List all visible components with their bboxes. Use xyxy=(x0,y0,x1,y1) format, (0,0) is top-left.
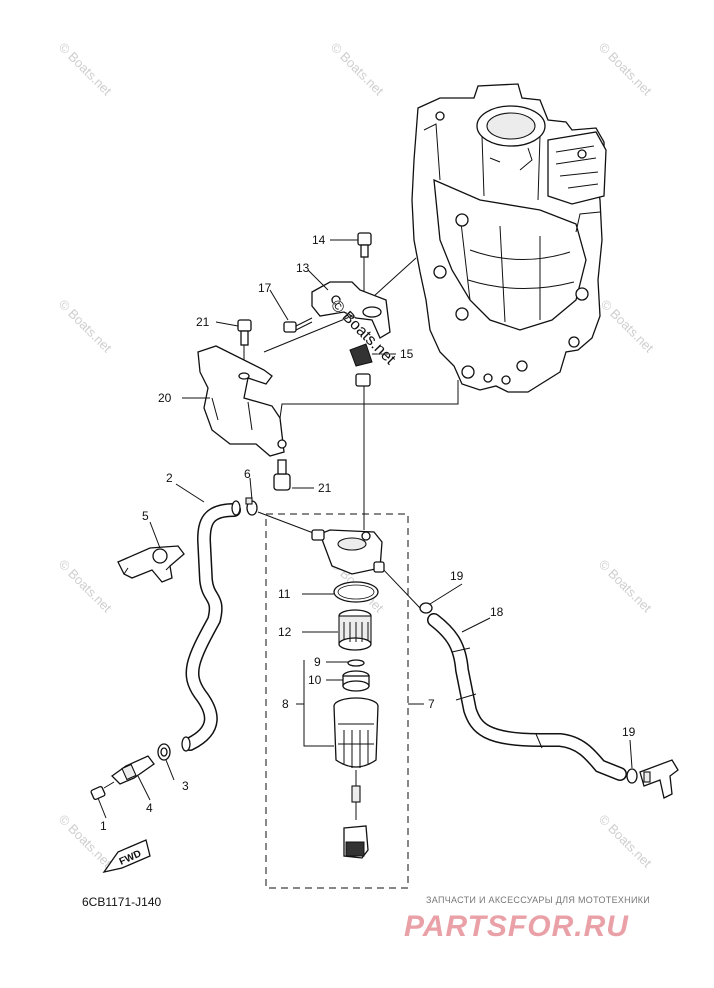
callout-9: 9 xyxy=(314,655,321,669)
clip-3 xyxy=(157,743,171,761)
drawing-code: 6CB1171-J140 xyxy=(82,895,161,909)
callouts: 14 13 17 21 15 20 6 2 21 5 19 11 18 12 9… xyxy=(100,233,636,833)
float-10 xyxy=(342,670,370,692)
watermark: © Boats.net xyxy=(598,297,657,356)
callout-21-upper: 21 xyxy=(196,315,210,329)
fitting-4 xyxy=(110,755,155,785)
callout-15: 15 xyxy=(400,347,414,361)
callout-4: 4 xyxy=(146,801,153,815)
clip-19-upper xyxy=(419,602,433,614)
watermark: © Boats.net xyxy=(596,812,655,871)
callout-8: 8 xyxy=(282,697,289,711)
oring-11 xyxy=(333,581,379,603)
clip-6 xyxy=(245,497,258,516)
clamp-5 xyxy=(117,545,185,583)
hose-18 xyxy=(427,613,627,781)
watermark: © Boats.net xyxy=(596,557,655,616)
clip-19-lower xyxy=(626,768,638,784)
bolt-21-lower xyxy=(273,459,291,491)
hose-2 xyxy=(181,500,241,752)
watermark: © Boats.net xyxy=(596,40,655,99)
bracket-13 xyxy=(311,281,391,339)
callout-1: 1 xyxy=(100,819,107,833)
bolt-14 xyxy=(357,232,372,258)
callout-12: 12 xyxy=(278,625,292,639)
callout-17: 17 xyxy=(258,281,272,295)
callout-10: 10 xyxy=(308,673,322,687)
callout-13: 13 xyxy=(296,261,310,275)
engine-block xyxy=(411,83,607,393)
plug-1 xyxy=(90,781,115,801)
filter-head xyxy=(311,529,385,575)
watermark: © Boats.net xyxy=(328,40,387,99)
callout-18: 18 xyxy=(490,605,504,619)
fitting-15 xyxy=(349,343,373,387)
watermark: © Boats.net xyxy=(56,557,115,616)
shop-caption: ЗАПЧАСТИ И АКСЕССУАРЫ ДЛЯ МОТОТЕХНИКИ xyxy=(426,895,650,905)
callout-19-lower: 19 xyxy=(622,725,636,739)
shop-logo: PARTSFOR.RU xyxy=(404,910,629,943)
oring-9 xyxy=(347,659,365,667)
callout-21-lower: 21 xyxy=(318,481,332,495)
callout-19-upper: 19 xyxy=(450,569,464,583)
watermark: © Boats.net xyxy=(56,297,115,356)
callout-14: 14 xyxy=(312,233,326,247)
element-12 xyxy=(338,609,372,651)
bolt-21-upper xyxy=(237,319,252,346)
filter-cup xyxy=(333,697,379,859)
leader-lines xyxy=(97,239,633,819)
cover-20 xyxy=(197,345,287,457)
callout-5: 5 xyxy=(142,509,149,523)
callout-11: 11 xyxy=(278,587,291,601)
screw-17 xyxy=(283,317,313,333)
watermark: © Boats.net xyxy=(56,40,115,99)
callout-20: 20 xyxy=(158,391,172,405)
callout-3: 3 xyxy=(182,779,189,793)
callout-6: 6 xyxy=(244,467,251,481)
callout-2: 2 xyxy=(166,471,173,485)
callout-7: 7 xyxy=(428,697,435,711)
filter-assembly-box xyxy=(265,513,409,889)
tee-fitting xyxy=(639,759,679,799)
